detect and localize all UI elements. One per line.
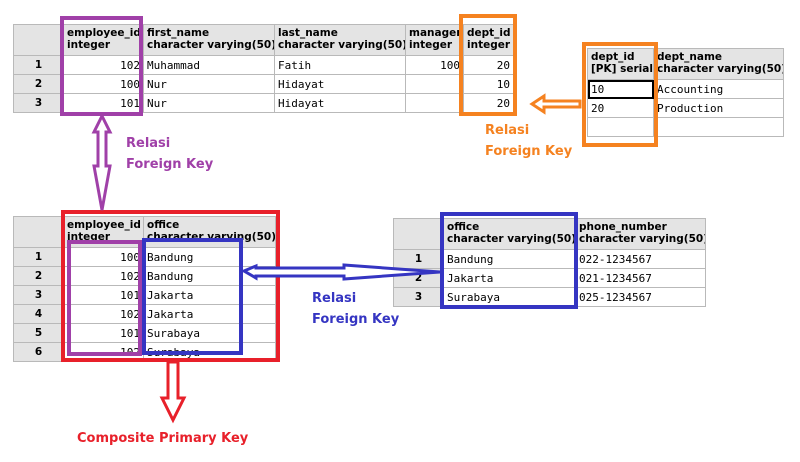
cell-phone-number[interactable]: 025-1234567 <box>575 287 706 307</box>
blue-relation-arrow <box>240 263 441 281</box>
cell-first-name[interactable]: Nur <box>143 74 275 94</box>
fk-label-orange: Relasi Foreign Key <box>485 123 573 159</box>
row-number[interactable]: 2 <box>13 266 64 286</box>
table-row[interactable]: 20 Production <box>587 98 784 118</box>
cell-employee-id[interactable]: 100 <box>63 247 144 267</box>
cell-manager[interactable]: 100 <box>405 55 464 75</box>
cell-phone-number[interactable]: 021-1234567 <box>575 268 706 288</box>
purple-relation-arrow <box>91 112 113 211</box>
table-row[interactable]: 3 101 Nur Hidayat 20 <box>13 93 514 113</box>
cell-last-name[interactable]: Fatih <box>274 55 406 75</box>
table-row-empty[interactable] <box>587 117 784 137</box>
dept-pk-highlight-box <box>582 42 658 147</box>
row-header-corner <box>13 24 64 56</box>
row-number[interactable]: 4 <box>13 304 64 324</box>
table-row[interactable]: 3 Surabaya 025-1234567 <box>393 287 706 307</box>
cell-employee-id[interactable]: 102 <box>63 266 144 286</box>
office-fk-highlight-box <box>142 238 243 355</box>
row-number[interactable]: 1 <box>13 247 64 267</box>
composite-pk-highlight-box <box>61 210 280 362</box>
row-number[interactable]: 3 <box>393 287 444 307</box>
row-number[interactable]: 2 <box>13 74 64 94</box>
row-number[interactable]: 6 <box>13 342 64 362</box>
cell-first-name[interactable]: Nur <box>143 93 275 113</box>
column-header-dept-id[interactable]: dept_id[PK] serial <box>587 48 654 80</box>
fk-label-purple: Relasi Foreign Key <box>126 136 214 172</box>
cell-last-name[interactable]: Hidayat <box>274 93 406 113</box>
employee-id-fk-highlight-box <box>67 240 142 356</box>
cell-dept-id[interactable]: 20 <box>463 55 514 75</box>
orange-relation-arrow <box>529 93 582 115</box>
table-row[interactable]: 1 102 Muhammad Fatih 100 20 <box>13 55 514 75</box>
cell-dept-name[interactable]: Production <box>653 98 784 118</box>
row-header-corner <box>393 218 444 250</box>
composite-pk-label: Composite Primary Key <box>77 431 249 446</box>
row-number[interactable]: 3 <box>13 93 64 113</box>
fk-label-blue: Relasi Foreign Key <box>312 291 400 327</box>
dept-id-highlight-box <box>459 14 517 116</box>
row-number[interactable]: 1 <box>393 249 444 269</box>
row-header-corner <box>13 216 64 248</box>
red-composite-arrow <box>159 360 187 424</box>
cell-office[interactable]: Jakarta <box>443 268 576 288</box>
office-pk-highlight-box <box>440 212 578 309</box>
